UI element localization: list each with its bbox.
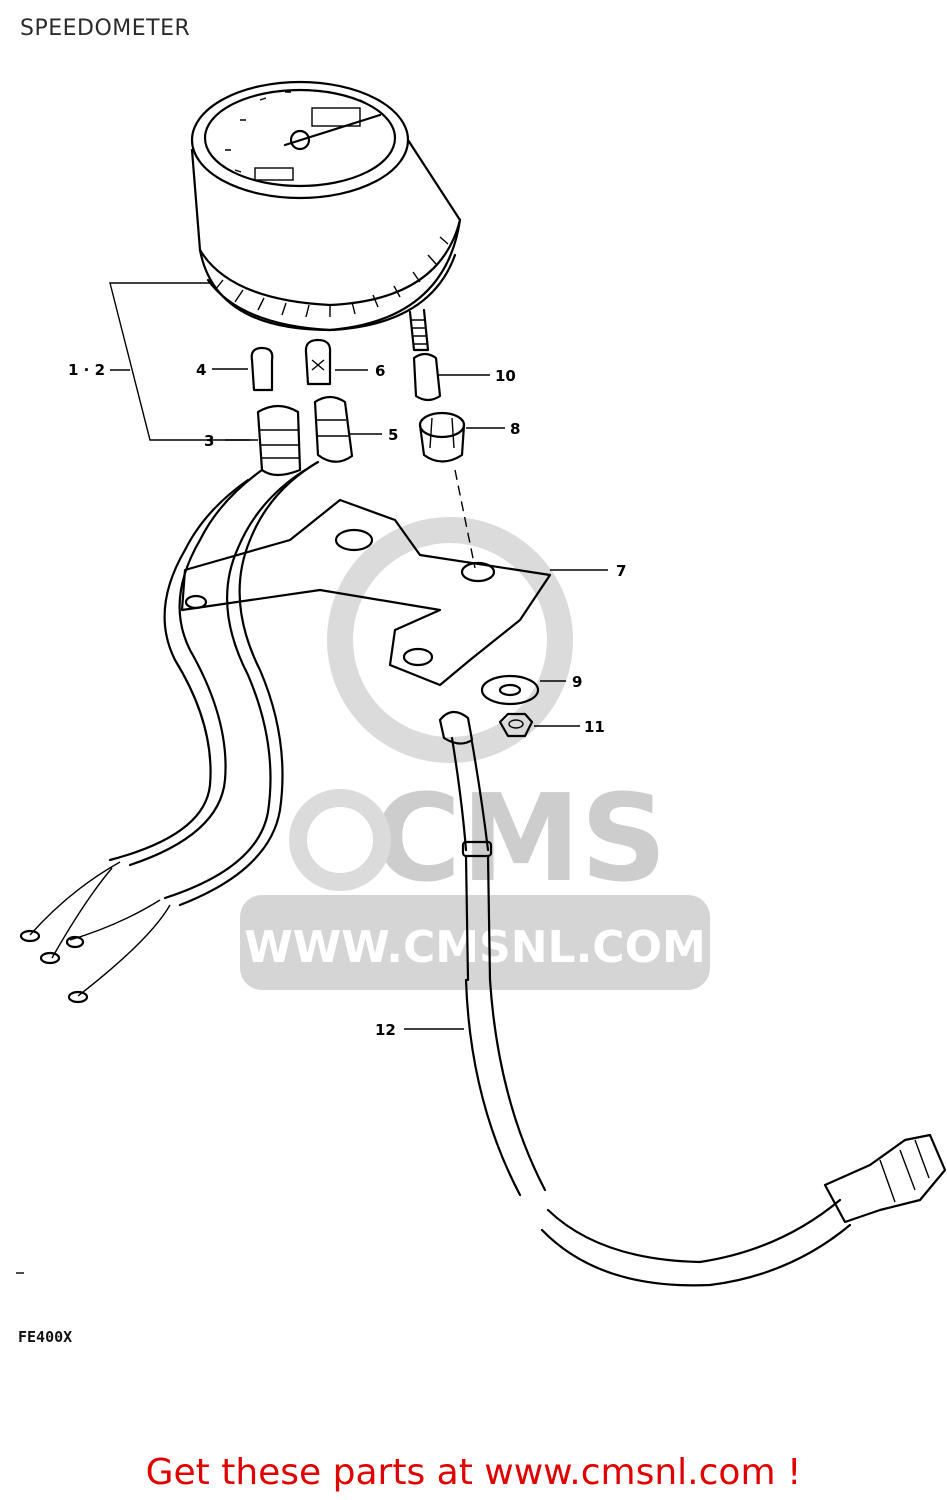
grommet-8	[418, 411, 466, 463]
callout-8: 8	[510, 420, 520, 438]
leader-lines	[109, 282, 608, 1030]
callout-11: 11	[584, 718, 605, 736]
speedometer-cable-12	[438, 710, 947, 1287]
callout-3: 3	[204, 432, 214, 450]
bracket-7	[180, 498, 552, 687]
bulb-6	[304, 338, 332, 386]
watermark-logo-text: CMS	[373, 770, 667, 909]
socket-5	[313, 395, 354, 463]
callout-6: 6	[375, 362, 385, 380]
watermark-ring	[327, 517, 573, 763]
callout-9: 9	[572, 673, 582, 691]
callout-7: 7	[616, 562, 626, 580]
callout-10: 10	[495, 367, 516, 385]
callout-labels: 1 · 2 3 4 5 6 7 8 9 10 11 12	[68, 361, 626, 1039]
cap-10	[412, 352, 442, 402]
bulb-4	[250, 346, 274, 392]
diagram-title: SPEEDOMETER	[20, 16, 191, 41]
washer-9	[480, 674, 540, 706]
callout-1-2: 1 · 2	[68, 361, 105, 379]
nut-11	[498, 712, 534, 738]
watermark-url: WWW.CMSNL.COM	[244, 922, 706, 973]
callout-5: 5	[388, 426, 398, 444]
model-code: FE400X	[18, 1328, 73, 1346]
cta-link[interactable]: Get these parts at www.cmsnl.com !	[145, 1452, 802, 1493]
watermark-figure	[289, 789, 391, 891]
speedometer-body	[190, 80, 462, 352]
callout-4: 4	[196, 361, 206, 379]
watermark: WWW.CMSNL.COM CMS	[240, 517, 710, 990]
wire-harness	[19, 460, 320, 1004]
callout-12: 12	[375, 1021, 396, 1039]
socket-3	[256, 404, 302, 477]
watermark-banner	[240, 895, 710, 990]
